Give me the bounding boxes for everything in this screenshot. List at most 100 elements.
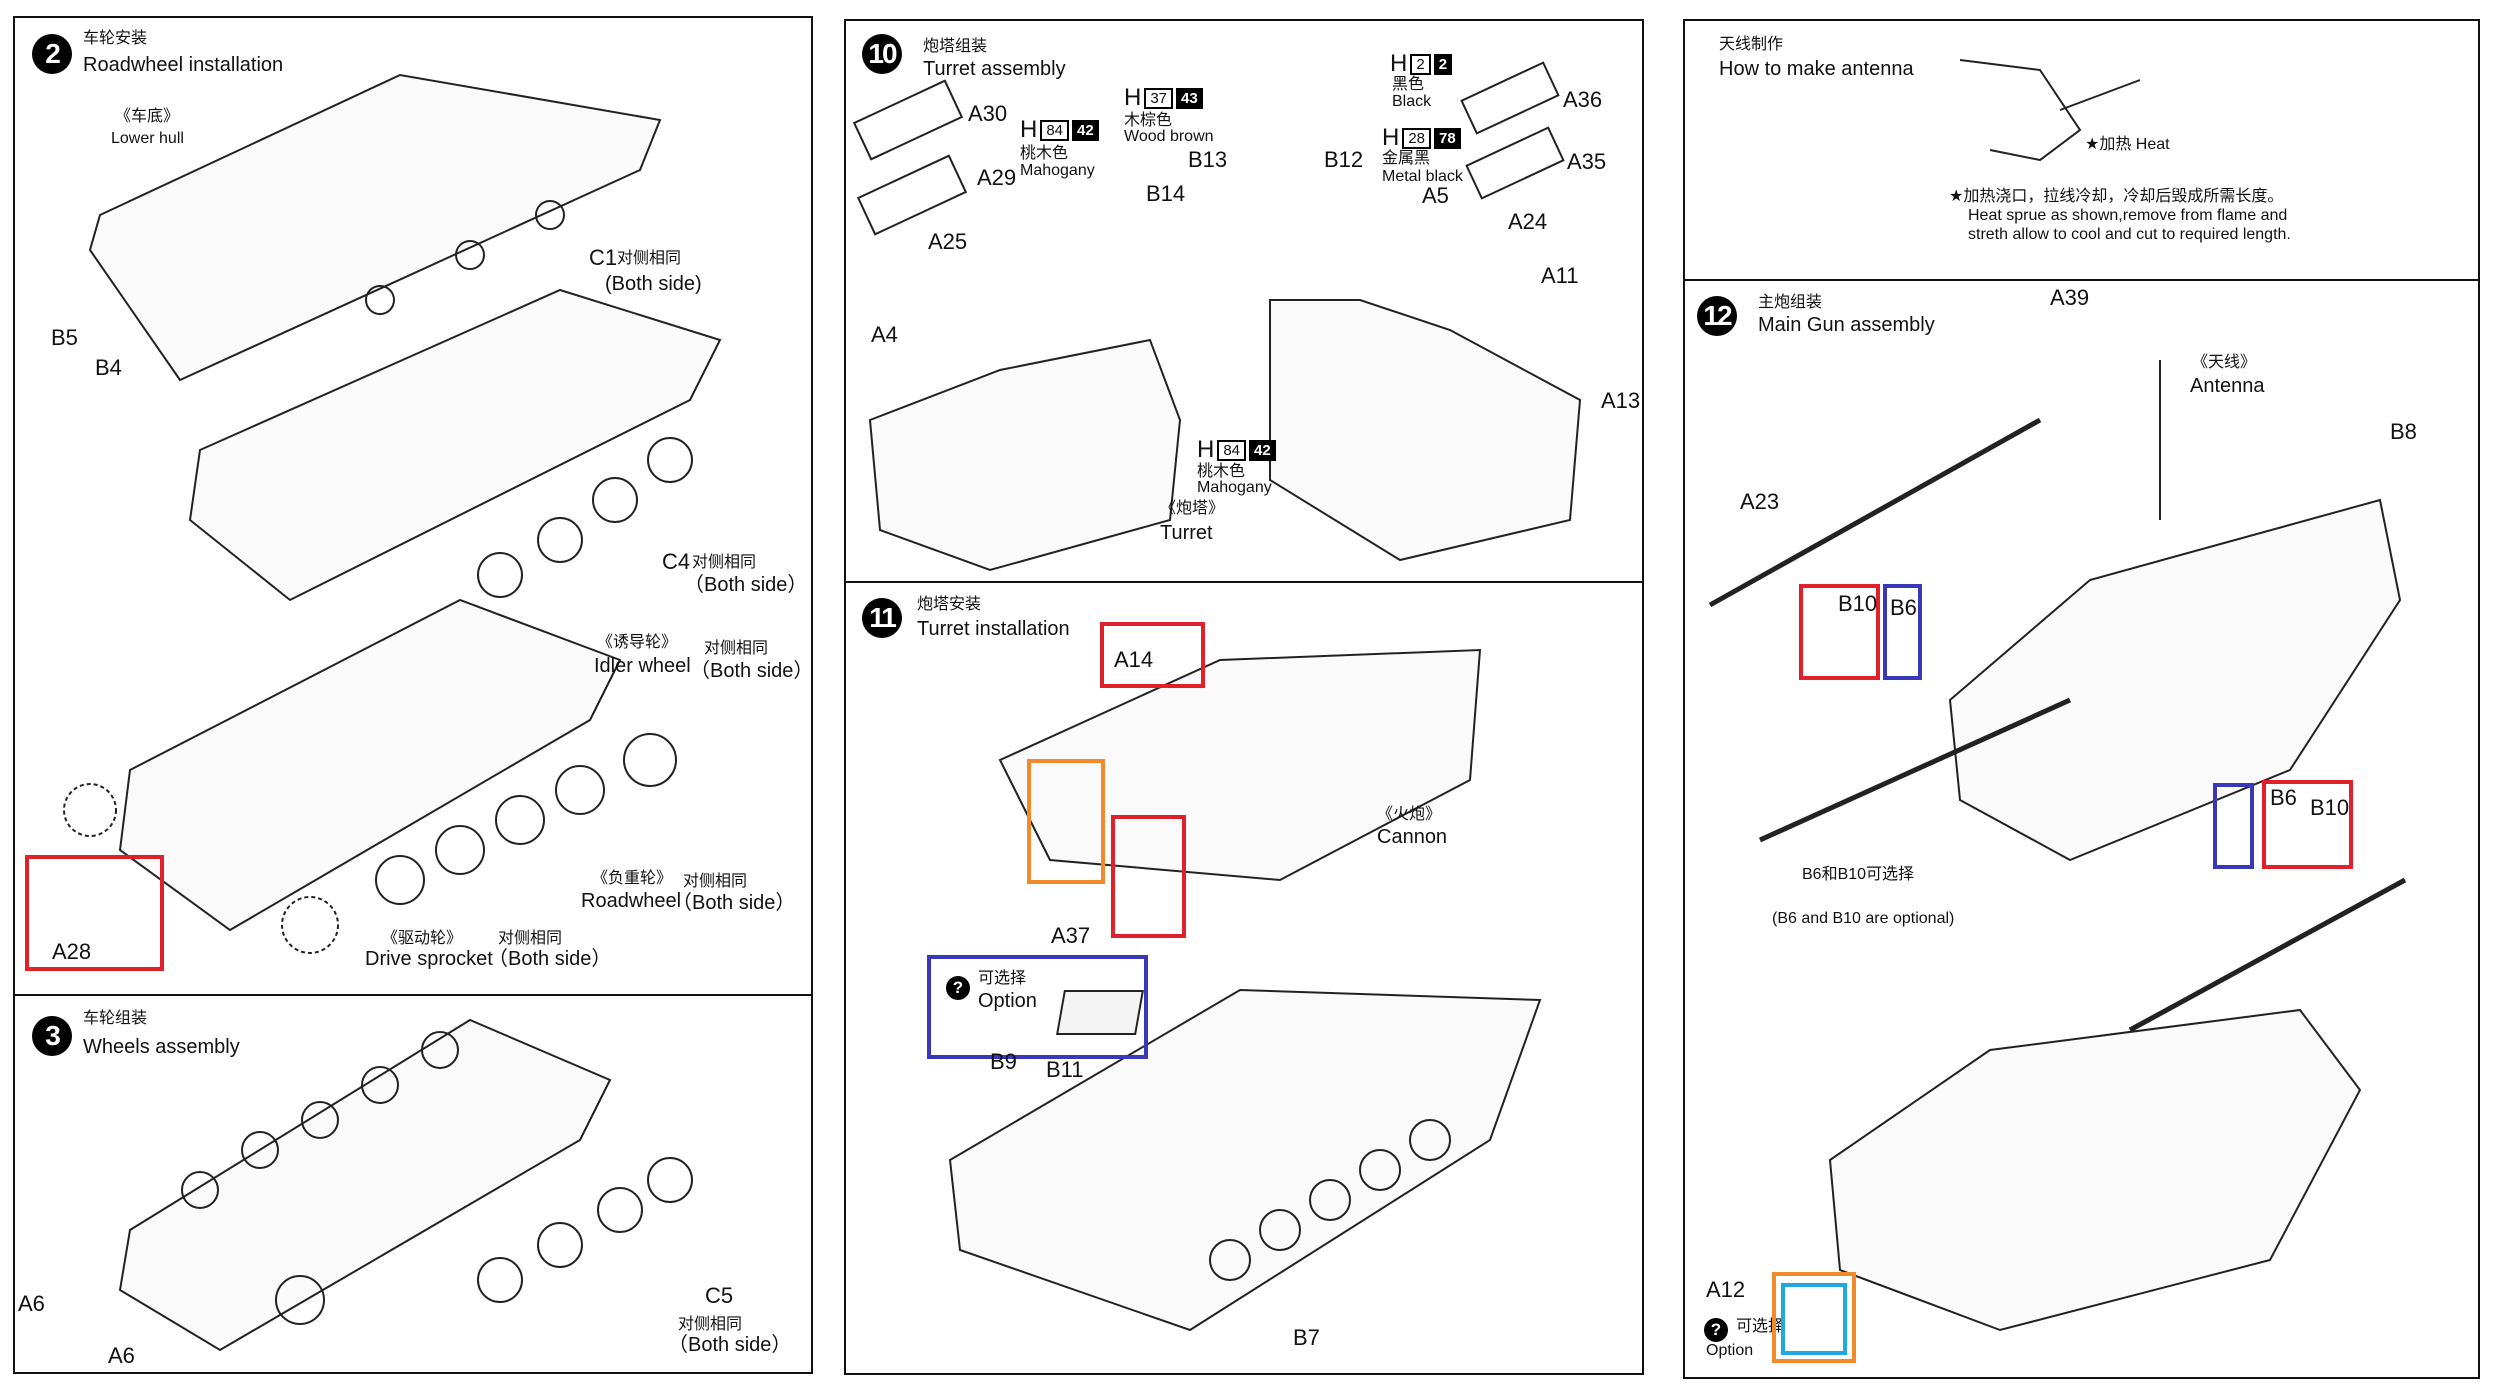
part-label-b4: B4	[95, 355, 122, 380]
part-label-a29: A29	[977, 165, 1017, 190]
paint-name-zh: 桃木色	[1197, 463, 1246, 480]
paint-name-en: Metal black	[1382, 168, 1463, 185]
highlight-box-blue	[1883, 584, 1922, 680]
roadwheel-label-zh: 《负重轮》	[592, 870, 673, 887]
idler-wheel-label-en: Idler wheel	[594, 655, 691, 677]
part-label-b9: B9	[990, 1049, 1017, 1074]
part-label-a23: A23	[1740, 489, 1780, 514]
ammo-rack-a36	[1460, 61, 1560, 135]
part-label-a14: A14	[1114, 647, 1154, 672]
superstructure-drawing	[998, 648, 1482, 882]
main-gun-barrel-lower	[2128, 877, 2407, 1033]
antenna-note-en-1: Heat sprue as shown,remove from flame an…	[1968, 207, 2288, 224]
highlight-box-red	[25, 855, 164, 971]
both-side-zh: 对侧相同	[617, 250, 682, 267]
step-title-zh: 炮塔组装	[923, 38, 988, 55]
option-icon: ?	[946, 976, 970, 1000]
paint-name-zh: 金属黑	[1382, 150, 1431, 167]
step11-panel	[844, 581, 1644, 1375]
antenna-label-en: Antenna	[2190, 375, 2265, 397]
part-label-b6: B6	[1890, 595, 1917, 620]
hull-drawing-3	[118, 598, 622, 932]
lower-hull-drawing	[88, 73, 662, 382]
paint-code: 2	[1433, 53, 1453, 75]
hull-drawing-2	[188, 288, 722, 602]
paint-name-en: Black	[1392, 93, 1432, 110]
paint-code: 37	[1144, 87, 1174, 109]
paint-name-en: Mahogany	[1020, 162, 1095, 179]
paint-code: 28	[1402, 127, 1432, 149]
paint-code: 42	[1249, 439, 1276, 461]
hand-drawing	[1959, 59, 2082, 162]
both-side-zh: 对侧相同	[683, 873, 748, 890]
antenna-note-zh: ★加热浇口，拉线冷却，冷却后毁成所需长度。	[1949, 188, 2284, 205]
highlight-box-red	[1799, 584, 1880, 680]
step-title-zh: 车轮安装	[83, 30, 148, 47]
part-label-b11: B11	[1046, 1057, 1084, 1082]
step-title-zh: 车轮组装	[83, 1010, 148, 1027]
option-label-en: Option	[1706, 1342, 1754, 1359]
part-label-b10: B10	[2310, 795, 2350, 820]
roadwheels-step11	[1209, 1119, 1451, 1281]
vehicle-drawing-lower	[1828, 1008, 2362, 1332]
part-label-b13: B13	[1188, 147, 1228, 172]
part-label-a6: A6	[18, 1291, 45, 1316]
paint-code: 84	[1040, 119, 1070, 141]
part-label-a36: A36	[1563, 87, 1603, 112]
part-label-b6: B6	[2270, 785, 2297, 810]
part-label-a37: A37	[1051, 923, 1091, 948]
paint-h: H	[1197, 436, 1215, 463]
step-number-badge: 10	[862, 34, 902, 74]
ammo-rack-a29	[856, 154, 968, 236]
antenna-note-en-2: streth allow to cool and cut to required…	[1968, 226, 2291, 243]
step-number-badge: 12	[1697, 296, 1737, 336]
part-label-a30: A30	[968, 101, 1008, 126]
roadwheels-step2	[63, 200, 693, 954]
both-side-en: （Both side）	[488, 948, 612, 970]
optional-note-zh: B6和B10可选择	[1802, 866, 1915, 883]
optional-note-en: (B6 and B10 are optional)	[1772, 910, 1955, 927]
paint-name-zh: 黑色	[1392, 76, 1425, 93]
paint-h: H	[1382, 124, 1400, 151]
part-label-a4: A4	[871, 322, 898, 347]
paint-code: 84	[1217, 439, 1247, 461]
antenna-title-en: How to make antenna	[1719, 58, 1914, 80]
lower-hull-label-zh: 《车底》	[115, 108, 180, 125]
paint-name-en: Wood brown	[1124, 128, 1214, 145]
step-title-zh: 炮塔安装	[917, 596, 982, 613]
part-label-a39: A39	[2050, 285, 2090, 310]
both-side-zh: 对侧相同	[678, 1316, 743, 1333]
both-side-zh: 对侧相同	[692, 554, 757, 571]
ammo-rack-a30	[852, 79, 964, 161]
highlight-box-red	[1100, 622, 1205, 688]
part-label-a5: A5	[1422, 183, 1449, 208]
option-icon: ?	[1704, 1318, 1728, 1342]
part-label-b12: B12	[1324, 147, 1364, 172]
paint-h: H	[1124, 84, 1142, 111]
part-label-a28: A28	[52, 939, 92, 964]
idler-wheel-label-zh: 《诱导轮》	[597, 634, 678, 651]
part-label-c4: C4	[662, 549, 691, 574]
both-side-en: （Both side）	[684, 574, 808, 596]
antenna-title-zh: 天线制作	[1719, 36, 1784, 53]
both-side-zh: 对侧相同	[704, 640, 769, 657]
step-title-zh: 主炮组装	[1758, 294, 1823, 311]
part-label-b7: B7	[1293, 1325, 1320, 1350]
cannon-label-en: Cannon	[1377, 826, 1448, 848]
roadwheels-step3	[181, 1031, 693, 1325]
highlight-box-red	[1111, 815, 1186, 938]
roadwheel-label-en: Roadwheel	[581, 890, 682, 912]
both-side-en: （Both side）	[672, 892, 796, 914]
drive-sprocket-label-en: Drive sprocket	[365, 948, 493, 970]
highlight-box-blue	[2213, 783, 2254, 869]
part-label-a13: A13	[1601, 388, 1641, 413]
both-side-en: （Both side）	[668, 1334, 792, 1356]
part-label-b14: B14	[1146, 181, 1186, 206]
highlight-box-orange	[1027, 759, 1105, 884]
step-title-en: Roadwheel installation	[83, 54, 284, 76]
paint-code: 43	[1176, 87, 1203, 109]
